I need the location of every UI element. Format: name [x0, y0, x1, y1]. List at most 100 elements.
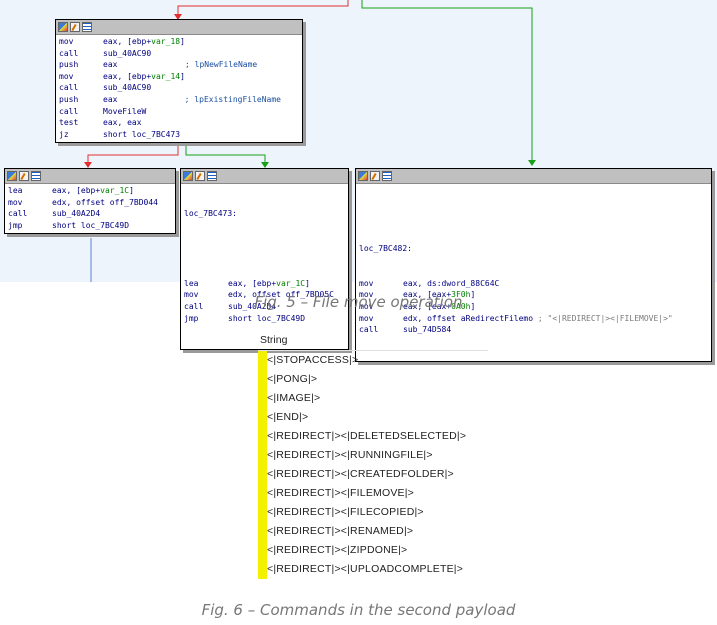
listing-icon[interactable]: [82, 22, 92, 32]
string-row[interactable]: <|REDIRECT|><|CREATEDFOLDER|>: [258, 465, 488, 484]
listing-icon[interactable]: [31, 171, 41, 181]
string-row[interactable]: <|STOPACCESS|>: [258, 351, 488, 370]
mnemonic: jz: [59, 129, 69, 139]
string-row[interactable]: <|IMAGE|>: [258, 389, 488, 408]
string-row[interactable]: <|REDIRECT|><|RUNNINGFILE|>: [258, 446, 488, 465]
mnemonic: lea: [184, 278, 199, 288]
rename-icon[interactable]: [195, 171, 205, 181]
string-highlight: [258, 484, 267, 503]
mnemonic: jmp: [8, 220, 23, 230]
string-highlight: [258, 522, 267, 541]
mnemonic: call: [184, 301, 204, 311]
operands: eax, eax: [103, 118, 142, 128]
operand-variable: var_18: [151, 37, 181, 46]
mnemonic: mov: [8, 197, 23, 207]
operand-close: ]: [129, 186, 134, 195]
operands: sub_40AC90: [103, 48, 152, 58]
rename-icon[interactable]: [370, 171, 380, 181]
string-row[interactable]: <|REDIRECT|><|FILEMOVE|>: [258, 484, 488, 503]
mnemonic: mov: [359, 278, 374, 288]
instruction-row[interactable]: call sub_40AC90: [59, 48, 299, 60]
listing-icon[interactable]: [382, 171, 392, 181]
string-row[interactable]: <|REDIRECT|><|RENAMED|>: [258, 522, 488, 541]
string-highlight: [258, 370, 267, 389]
graph-color-icon[interactable]: [183, 171, 193, 181]
edge-incoming-false-arrow: [174, 14, 182, 20]
operands: edx, offset off_7BD05C: [228, 290, 334, 300]
string-row[interactable]: <|REDIRECT|><|UPLOADCOMPLETE|>: [258, 560, 488, 579]
string-highlight: [258, 389, 267, 408]
operands: eax, [eax+: [403, 290, 452, 300]
mnemonic: test: [59, 118, 79, 128]
string-row[interactable]: <|PONG|>: [258, 370, 488, 389]
operands: short loc_7BC49D: [228, 313, 306, 323]
comment: ; "<|REDIRECT|><|FILEMOVE|>": [533, 313, 673, 323]
mnemonic: call: [59, 48, 79, 58]
instruction-row[interactable]: test eax, eax: [59, 117, 299, 129]
rename-icon[interactable]: [19, 171, 29, 181]
string-highlight: [258, 427, 267, 446]
spacer-row: [184, 243, 345, 255]
mnemonic: push: [59, 94, 79, 104]
strings-column-header[interactable]: String: [258, 330, 488, 351]
operand-variable: var_14: [151, 71, 181, 81]
string-highlight: [258, 351, 267, 370]
graph-color-icon[interactable]: [358, 171, 368, 181]
string-row[interactable]: <|REDIRECT|><|FILECOPIED|>: [258, 503, 488, 522]
string-row[interactable]: <|END|>: [258, 408, 488, 427]
string-value: <|REDIRECT|><|CREATEDFOLDER|>: [267, 468, 454, 480]
graph-edges: [84, 0, 536, 282]
mnemonic: lea: [8, 186, 23, 195]
operands: eax, [ebp+: [228, 278, 277, 288]
mnemonic: call: [359, 325, 379, 335]
operand-variable: 0A0h: [451, 301, 471, 311]
operands: sub_74D584: [403, 325, 452, 335]
operands: edx, offset off_7BD044: [52, 197, 158, 207]
string-row[interactable]: <|REDIRECT|><|ZIPDONE|>: [258, 541, 488, 560]
block-header: [5, 169, 175, 184]
block-label: loc_7BC473:: [184, 209, 237, 219]
rename-icon[interactable]: [70, 22, 80, 32]
operands: eax, [ebp+: [103, 37, 152, 46]
listing-icon[interactable]: [207, 171, 217, 181]
edge-true-middle: [185, 145, 266, 165]
graph-color-icon[interactable]: [58, 22, 68, 32]
operand-close: ]: [180, 37, 185, 46]
string-value: <|REDIRECT|><|UPLOADCOMPLETE|>: [267, 563, 464, 575]
string-highlight: [258, 408, 267, 427]
operands: edx, offset aRedirectFilemo: [403, 313, 534, 323]
string-row[interactable]: <|REDIRECT|><|DELETEDSELECTED|>: [258, 427, 488, 446]
string-highlight: [258, 503, 267, 522]
graph-color-icon[interactable]: [7, 171, 17, 181]
instruction-row[interactable]: call sub_74D584: [359, 324, 708, 336]
string-value: <|IMAGE|>: [267, 392, 321, 404]
instruction-row[interactable]: mov edx, offset off_7BD044: [8, 197, 172, 209]
mnemonic: mov: [359, 301, 374, 311]
operands: eax, [eax+: [403, 301, 452, 311]
string-value: <|STOPACCESS|>: [267, 354, 359, 366]
